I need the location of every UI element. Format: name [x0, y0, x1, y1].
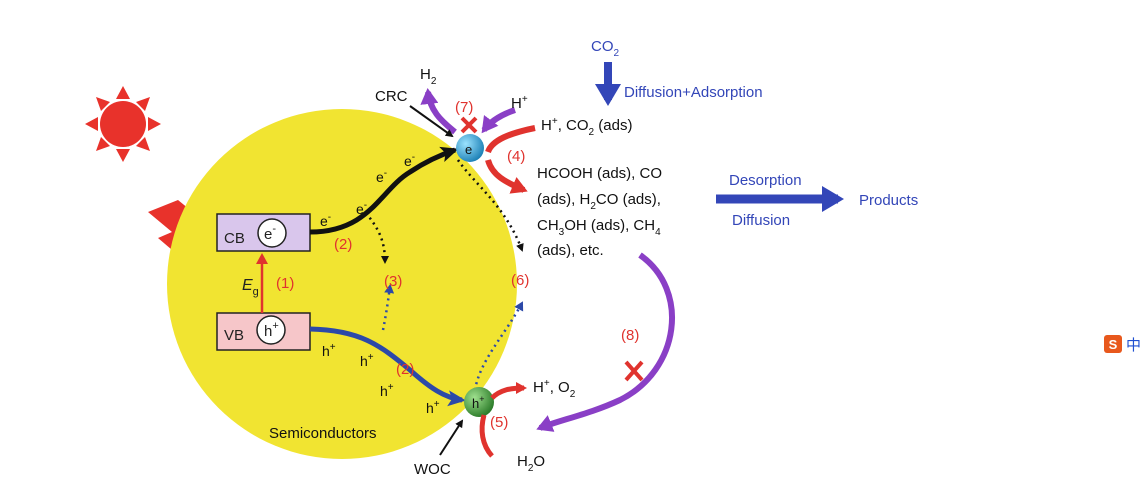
- electron-charge: -: [272, 223, 276, 235]
- svg-text:CH3OH (ads), CH4: CH3OH (ads), CH4: [537, 217, 661, 238]
- step-2-bottom-label: (2): [396, 361, 414, 378]
- svg-text:h+: h+: [380, 382, 394, 399]
- svg-text:e-: e-: [356, 200, 367, 217]
- step-1-label: (1): [276, 275, 294, 292]
- svg-text:h+: h+: [264, 320, 279, 340]
- diffusion-adsorption-label: Diffusion+Adsorption: [624, 84, 763, 101]
- hplus-top-label: H: [511, 95, 522, 112]
- cross-mark-8: [624, 360, 644, 382]
- woc-pointer: [439, 419, 464, 456]
- svg-text:e-: e-: [404, 152, 415, 169]
- svg-text:H+: H+: [511, 94, 528, 112]
- products-list: HCOOH (ads), CO (ads), H2CO (ads), CH3OH…: [537, 165, 662, 259]
- hole-circle: [256, 315, 286, 345]
- products-line-1: HCOOH (ads), CO: [537, 165, 662, 182]
- svg-text:e-: e-: [376, 168, 387, 185]
- electron-circle: [257, 218, 287, 248]
- co2-top-label: CO: [591, 38, 614, 55]
- step-4-label: (4): [507, 148, 525, 165]
- product-formation-arrow: [485, 159, 528, 194]
- cross-mark-7: [460, 116, 478, 134]
- sun-icon: [85, 86, 161, 162]
- water-supply-arrow: [479, 414, 494, 458]
- step-7-label: (7): [455, 99, 473, 116]
- woc-label: WOC: [414, 461, 451, 478]
- step-2-top-label: (2): [334, 236, 352, 253]
- hole-charge: +: [272, 320, 278, 332]
- svg-text:h+: h+: [322, 342, 336, 359]
- svg-text:(ads), H2CO (ads),: (ads), H2CO (ads),: [537, 191, 661, 212]
- co2-adsorption-arrow: [485, 125, 536, 154]
- reduction-cocatalyst: [456, 134, 484, 162]
- electron-labels: e- e- e- e-: [320, 152, 415, 229]
- ime-language-label: 中: [1126, 335, 1142, 354]
- svg-text:H2: H2: [420, 66, 437, 87]
- o2-release-arrow: [490, 382, 527, 400]
- svg-text:e-: e-: [264, 223, 276, 243]
- semiconductor-particle: [167, 109, 517, 459]
- electron-migration-arrow: [309, 146, 459, 235]
- bulk-recombination-arrow-e: [365, 212, 389, 264]
- h2-label: H: [420, 66, 431, 83]
- bandgap-symbol: E: [242, 277, 253, 294]
- crc-label: CRC: [375, 88, 408, 105]
- svg-text:h+: h+: [426, 399, 440, 416]
- back-reaction-arrow: [536, 252, 675, 432]
- svg-text:CO2: CO2: [591, 38, 620, 59]
- hole-labels: h+ h+ h+ h+: [322, 342, 440, 416]
- step-5-label: (5): [490, 414, 508, 431]
- svg-text:h+: h+: [360, 352, 374, 369]
- svg-text:H+, CO2 (ads): H+, CO2 (ads): [541, 116, 632, 138]
- vb-label: VB: [224, 327, 244, 344]
- proton-supply-arrow: [481, 107, 516, 134]
- hole-symbol: h: [264, 323, 272, 340]
- ime-indicator[interactable]: S 中: [1104, 334, 1146, 354]
- desorption-label: Desorption: [729, 172, 802, 189]
- svg-text:H2O: H2O: [517, 453, 545, 474]
- svg-text:e-: e-: [320, 212, 331, 229]
- crc-pointer: [409, 105, 454, 138]
- oxidation-cocatalyst: [464, 387, 494, 417]
- semiconductors-label: Semiconductors: [269, 425, 377, 442]
- step-3-label: (3): [384, 273, 402, 290]
- cb-label: CB: [224, 230, 245, 247]
- electron-symbol: e: [264, 226, 272, 243]
- step-8-label: (8): [621, 327, 639, 344]
- h2-evolution-arrow: [420, 88, 457, 135]
- products-line-4: (ads), etc.: [537, 242, 604, 259]
- step-6-label: (6): [511, 272, 529, 289]
- svg-text:H+, O2: H+, O2: [533, 378, 576, 400]
- bandgap-subscript: g: [253, 286, 259, 298]
- ime-logo-icon: S: [1104, 335, 1122, 353]
- hole-migration-arrow: [309, 326, 466, 407]
- surface-recombination-arrow-e: [456, 159, 524, 252]
- svg-text:h+: h+: [472, 394, 485, 411]
- svg-text:e: e: [465, 142, 472, 157]
- diffusion-label: Diffusion: [732, 212, 790, 229]
- svg-text:Eg: Eg: [242, 277, 259, 298]
- products-label: Products: [859, 192, 918, 209]
